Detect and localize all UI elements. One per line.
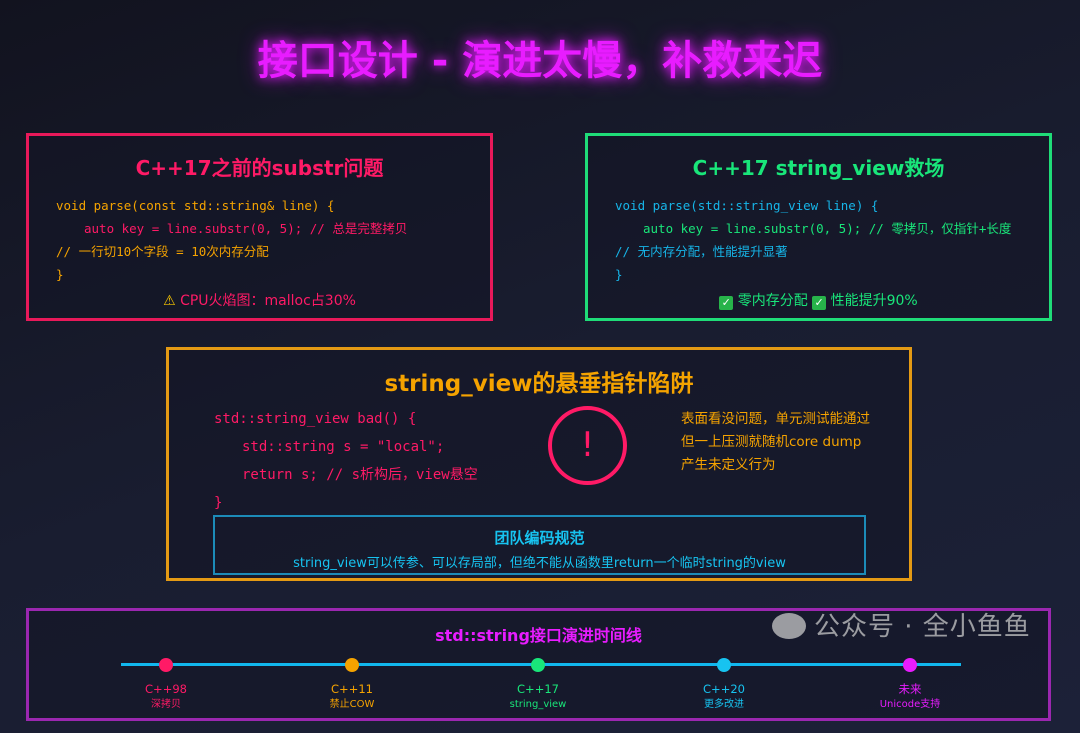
check-icon: ✓: [719, 296, 734, 310]
code-line: void parse(std::string_view line) {: [615, 198, 879, 213]
timeline-desc: Unicode支持: [879, 699, 941, 710]
coding-rule-box: 团队编码规范 string_view可以传参、可以存局部，但绝不能从函数里ret…: [213, 515, 866, 575]
panel-heading: string_view的悬垂指针陷阱: [384, 371, 694, 397]
note-line: 表面看没问题，单元测试能通过: [681, 411, 870, 427]
code-line: std::string s = "local";: [242, 439, 445, 455]
rule-text: string_view可以传参、可以存局部，但绝不能从函数里return一个临时…: [293, 556, 786, 571]
timeline-version: 未来: [898, 682, 922, 696]
timeline-version: C++98: [145, 682, 187, 696]
code-line: return s; // s析构后，view悬空: [242, 467, 478, 483]
timeline-label: C++11 禁止COW: [292, 682, 412, 712]
timeline-label: C++98 深拷贝: [106, 682, 226, 712]
code-line: // 一行切10个字段 = 10次内存分配: [56, 244, 269, 259]
code-line: }: [615, 267, 623, 282]
code-line: }: [56, 267, 64, 282]
footer-text: 性能提升90%: [830, 293, 918, 309]
page-title: 接口设计 - 演进太慢，补救来迟: [257, 38, 823, 84]
warning-icon: ⚠: [163, 293, 176, 309]
timeline-desc: string_view: [509, 699, 567, 710]
watermark-text: 公众号 · 全小鱼鱼: [814, 612, 1031, 642]
code-line: std::string_view bad() {: [214, 411, 417, 427]
timeline-dot: [345, 658, 359, 672]
code-block: std::string_view bad() { std::string s =…: [214, 405, 478, 517]
timeline-dot: [717, 658, 731, 672]
timeline-dot: [159, 658, 173, 672]
watermark: 公众号 · 全小鱼鱼: [772, 612, 1031, 642]
timeline-desc: 深拷贝: [151, 699, 181, 710]
code-block: void parse(const std::string& line) { au…: [56, 194, 407, 286]
rule-title: 团队编码规范: [494, 529, 585, 547]
panel-heading: C++17之前的substr问题: [135, 156, 384, 180]
timeline-dot: [903, 658, 917, 672]
footer-text: 零内存分配: [737, 293, 808, 309]
code-line: }: [214, 495, 223, 511]
note-line: 但一上压测就随机core dump: [681, 434, 862, 450]
timeline-dot: [531, 658, 545, 672]
footer-text: CPU火焰图：malloc占30%: [180, 293, 356, 309]
code-line: // 无内存分配，性能提升显著: [615, 244, 788, 259]
before-cpp17-panel: C++17之前的substr问题 void parse(const std::s…: [26, 133, 493, 321]
code-line: auto key = line.substr(0, 5); // 零拷贝，仅指针…: [643, 221, 1012, 236]
panel-heading: C++17 string_view救场: [692, 156, 945, 180]
alert-icon: !: [548, 406, 627, 485]
timeline-label: 未来 Unicode支持: [850, 682, 970, 712]
panel-heading: std::string接口演进时间线: [435, 626, 642, 645]
trap-notes: 表面看没问题，单元测试能通过 但一上压测就随机core dump 产生未定义行为: [681, 408, 870, 477]
timeline-label: C++17 string_view: [478, 682, 598, 712]
timeline-desc: 禁止COW: [329, 699, 375, 710]
code-line: void parse(const std::string& line) {: [56, 198, 335, 213]
code-block: void parse(std::string_view line) { auto…: [615, 194, 1011, 286]
timeline-version: C++17: [517, 682, 559, 696]
code-line: auto key = line.substr(0, 5); // 总是完整拷贝: [84, 221, 408, 236]
timeline-desc: 更多改进: [704, 699, 744, 710]
check-icon: ✓: [812, 296, 827, 310]
panel-footer: ⚠ CPU火焰图：malloc占30%: [29, 290, 490, 310]
timeline-version: C++20: [703, 682, 745, 696]
dangling-pointer-panel: string_view的悬垂指针陷阱 std::string_view bad(…: [166, 347, 912, 581]
timeline-label: C++20 更多改进: [664, 682, 784, 712]
panel-footer: ✓ 零内存分配 ✓ 性能提升90%: [588, 290, 1049, 310]
string-view-panel: C++17 string_view救场 void parse(std::stri…: [585, 133, 1052, 321]
wechat-icon: [772, 613, 806, 639]
note-line: 产生未定义行为: [681, 457, 776, 473]
timeline-version: C++11: [331, 682, 373, 696]
